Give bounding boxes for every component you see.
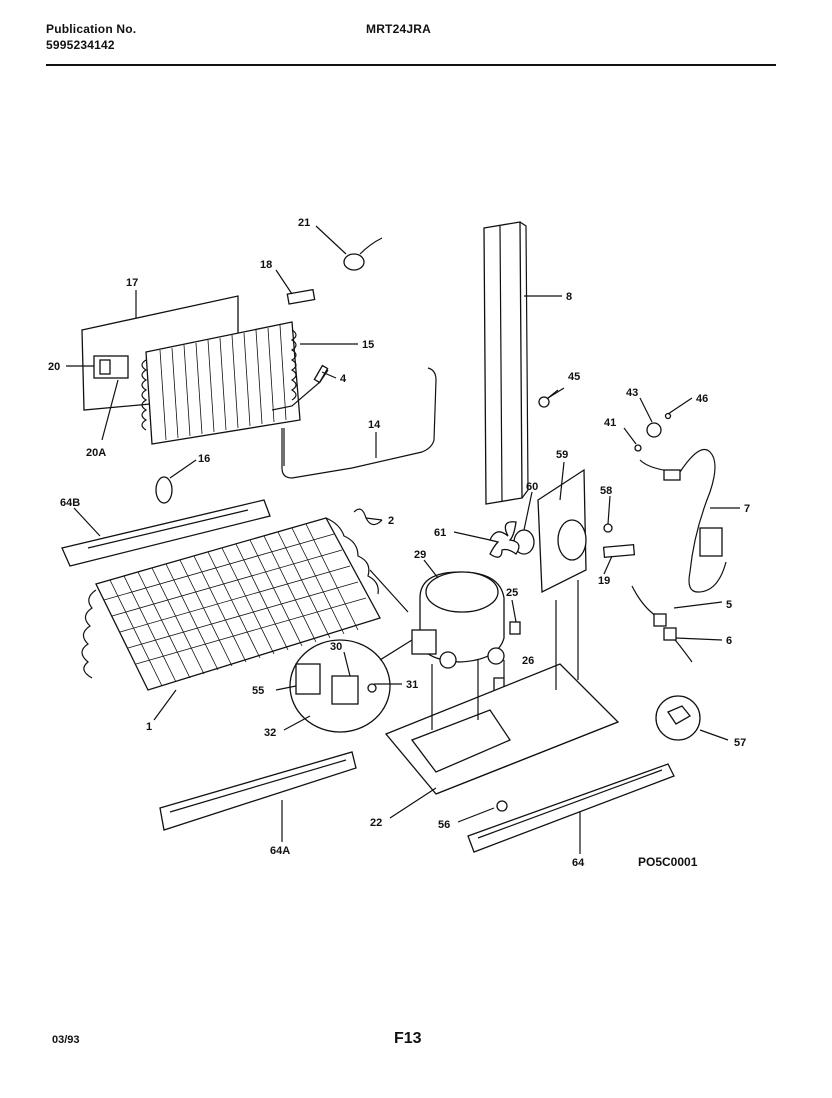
footer-date: 03/93 xyxy=(52,1034,80,1046)
callout-20a: 20A xyxy=(86,447,106,459)
part-14-tube xyxy=(281,367,437,479)
part-16-ring xyxy=(155,476,173,504)
callout-labels: 21 18 17 15 20 4 20A 14 16 8 45 43 46 41… xyxy=(48,217,750,869)
part-5-6-wires xyxy=(631,585,693,663)
callout-7: 7 xyxy=(744,503,750,515)
part-57-cap xyxy=(655,695,701,741)
power-cord-assembly xyxy=(634,412,727,593)
callout-30: 30 xyxy=(330,641,342,653)
part-22-base xyxy=(384,580,620,795)
callout-26: 26 xyxy=(522,655,534,667)
part-64a-rail xyxy=(159,751,357,831)
callout-32: 32 xyxy=(264,727,276,739)
callout-2: 2 xyxy=(388,515,394,527)
part-21-grommet xyxy=(343,237,383,271)
callout-25: 25 xyxy=(506,587,518,599)
callout-45: 45 xyxy=(568,371,580,383)
callout-21: 21 xyxy=(298,217,310,229)
callout-64a: 64A xyxy=(270,845,290,857)
model-number: MRT24JRA xyxy=(366,22,431,36)
header-rule xyxy=(46,64,776,66)
callout-56: 56 xyxy=(438,819,450,831)
callout-8: 8 xyxy=(566,291,572,303)
callout-22: 22 xyxy=(370,817,382,829)
footer-page-number: F13 xyxy=(394,1030,422,1047)
callout-16: 16 xyxy=(198,453,210,465)
publication-number: 5995234142 xyxy=(46,38,115,52)
part-4-tube xyxy=(271,364,329,411)
callout-4: 4 xyxy=(340,373,347,385)
part-56-screw xyxy=(496,800,508,812)
relay-inset xyxy=(289,639,413,733)
part-18-clip xyxy=(286,288,316,305)
callout-19: 19 xyxy=(598,575,610,587)
drawing-code: PO5C0001 xyxy=(638,855,698,869)
callout-14: 14 xyxy=(368,419,381,431)
callout-31: 31 xyxy=(406,679,418,691)
part-2-bracket xyxy=(353,508,383,526)
callout-46: 46 xyxy=(696,393,708,405)
part-64-rail xyxy=(467,763,675,853)
callout-64: 64 xyxy=(572,857,585,869)
coil-15 xyxy=(141,321,301,445)
part-45-screw xyxy=(538,389,559,408)
callout-20: 20 xyxy=(48,361,60,373)
callout-61: 61 xyxy=(434,527,446,539)
callout-15: 15 xyxy=(362,339,374,351)
callout-59: 59 xyxy=(556,449,568,461)
callout-5: 5 xyxy=(726,599,732,611)
callout-6: 6 xyxy=(726,635,732,647)
callout-29: 29 xyxy=(414,549,426,561)
publication-label: Publication No. xyxy=(46,22,137,36)
callout-58: 58 xyxy=(600,485,612,497)
part-1-evaporator xyxy=(81,517,409,691)
part-25-grommet xyxy=(509,621,521,635)
callout-64b: 64B xyxy=(60,497,80,509)
callout-55: 55 xyxy=(252,685,264,697)
part-64b-rail xyxy=(61,499,271,567)
callout-18: 18 xyxy=(260,259,272,271)
callout-60: 60 xyxy=(526,481,538,493)
fan-motor-assembly xyxy=(489,468,636,594)
condenser-assembly xyxy=(81,295,301,445)
callout-1: 1 xyxy=(146,721,152,733)
callout-17: 17 xyxy=(126,277,138,289)
part-8-channel xyxy=(483,221,529,505)
callout-43: 43 xyxy=(626,387,638,399)
leader-lines xyxy=(66,225,740,854)
part-29-compressor xyxy=(411,571,505,669)
callout-41: 41 xyxy=(604,417,616,429)
callout-57: 57 xyxy=(734,737,746,749)
